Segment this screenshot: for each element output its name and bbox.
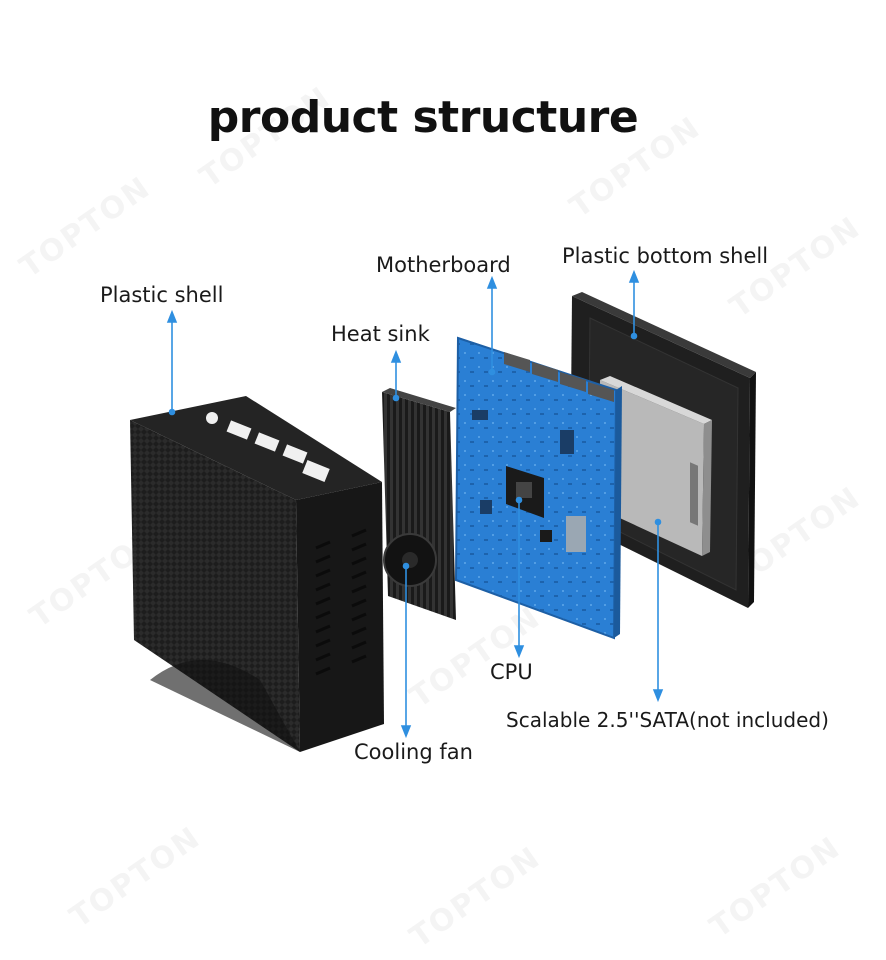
sata-drive (598, 376, 712, 556)
page-title: product structure (207, 92, 639, 143)
plastic-shell-label: Plastic shell (100, 283, 224, 307)
heat-sink (382, 388, 456, 620)
motherboard (454, 336, 622, 640)
plastic-bottom-shell-label: Plastic bottom shell (562, 244, 769, 268)
sata-label: Scalable 2.5''SATA(not included) (506, 708, 829, 732)
plastic-shell (130, 396, 384, 752)
heat-sink-label: Heat sink (331, 322, 430, 346)
cpu-label: CPU (490, 660, 533, 684)
leader-lines (166, 269, 664, 739)
cooling-fan-label: Cooling fan (354, 740, 473, 764)
motherboard-label: Motherboard (376, 253, 511, 277)
